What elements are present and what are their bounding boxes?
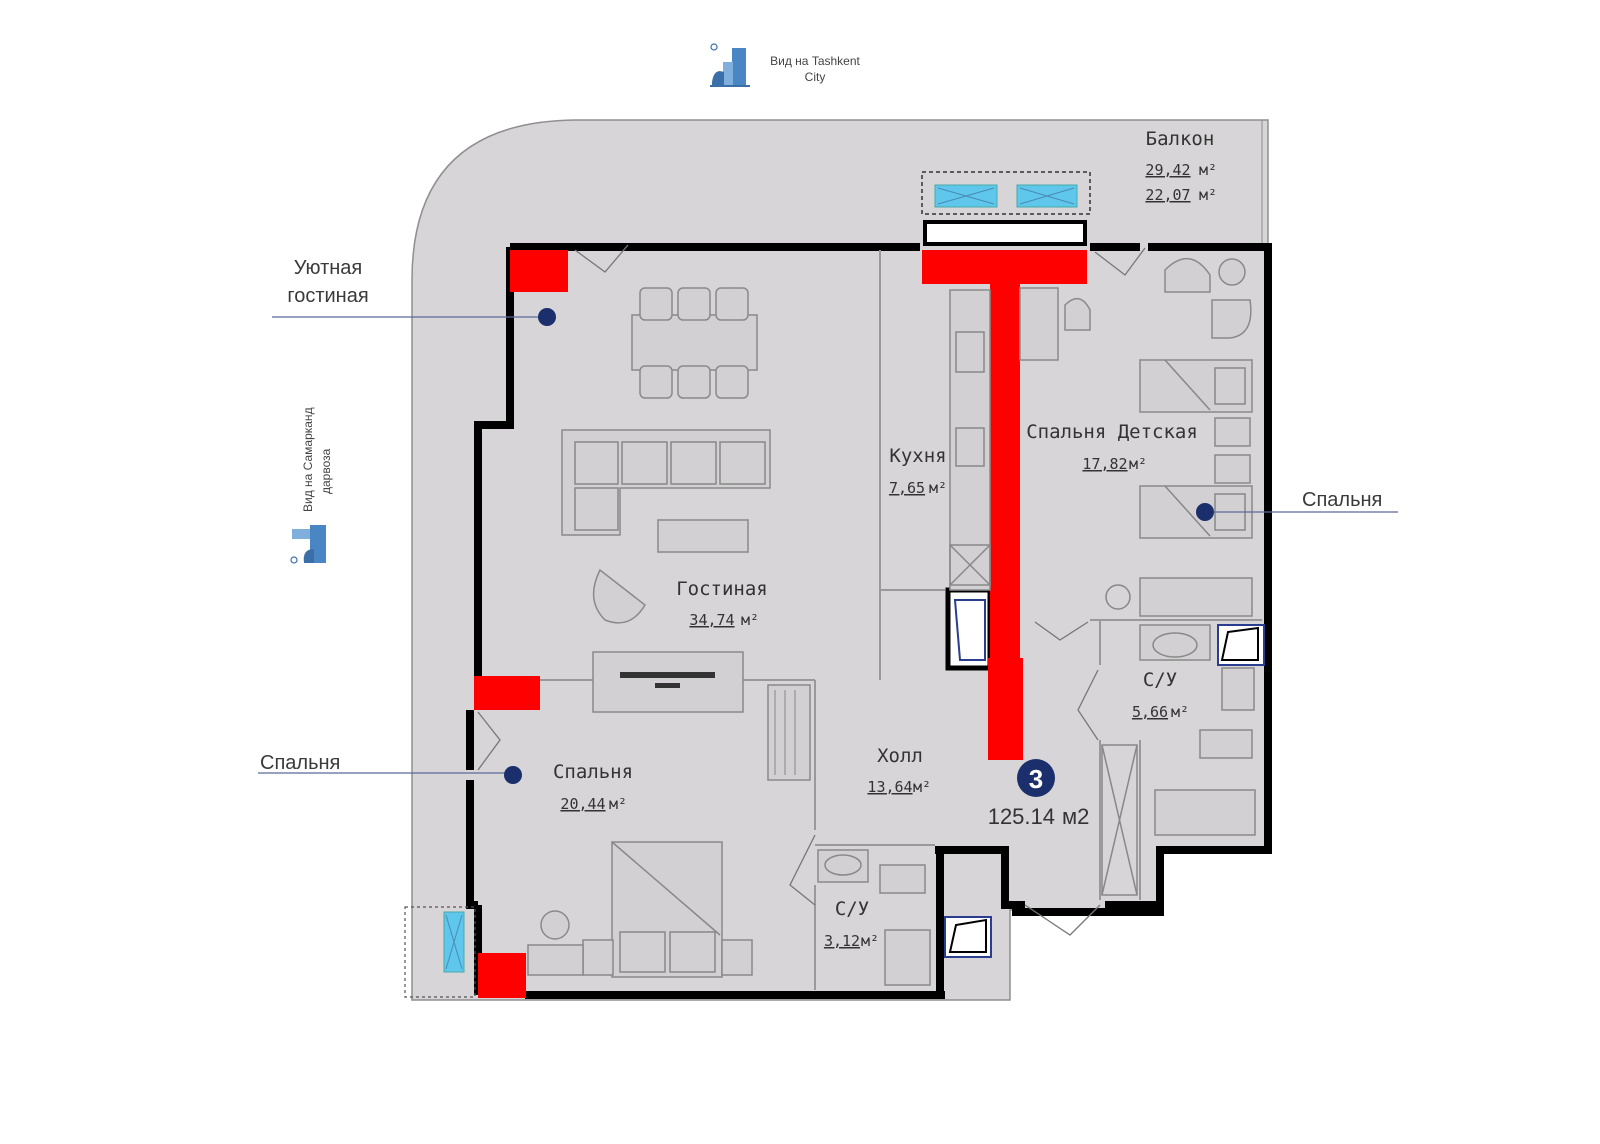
bar-counter [1019, 287, 1059, 361]
balcony-window [921, 171, 1091, 246]
bedroom-desk [527, 944, 584, 976]
room-kitchen-name: Кухня [889, 445, 946, 467]
room-bathroom-left-name: С/У [835, 898, 869, 920]
room-bathroom-right-name: С/У [1143, 669, 1177, 691]
callout-cozy-living-line2: гостиная [287, 285, 368, 307]
room-balcony-unit2: м² [1199, 186, 1217, 204]
corner-sofa [561, 429, 771, 536]
room-kids-bedroom-unit: м² [1129, 455, 1147, 473]
kids-bunk-1 [1139, 359, 1253, 413]
bathroom-right-fixtures [1101, 624, 1256, 896]
callout-dot-bedroom-right [1196, 503, 1214, 521]
room-bedroom-unit: м² [609, 795, 627, 813]
city-buildings-icon [710, 43, 750, 87]
room-kitchen-area: 7,65 [889, 479, 925, 497]
apartment-number: 3 [1029, 764, 1043, 794]
dining-table [631, 287, 758, 399]
callout-bedroom-left: Спальня [260, 752, 340, 774]
view-top-line2: City [805, 70, 826, 84]
double-bed [582, 841, 753, 978]
total-area-unit: м2 [1062, 804, 1089, 829]
bedroom-chair [540, 910, 570, 940]
room-hall-area: 13,64 [867, 778, 912, 796]
callout-dot-cozy-living [538, 308, 556, 326]
armchair [592, 568, 646, 624]
room-hall-name: Холл [877, 745, 923, 767]
room-balcony-area2: 22,07 [1145, 186, 1190, 204]
left-wall-lower [466, 780, 478, 909]
view-left-text: Вид на Самарканд дарвоза [301, 407, 333, 512]
bar-stool [1064, 297, 1091, 331]
window-box-bottom [944, 916, 992, 958]
bathroom-left-fixtures [817, 849, 931, 986]
wardrobe-bedroom [767, 684, 811, 781]
room-kids-bedroom-name: Спальня Детская [1026, 421, 1198, 443]
window-box-right [1217, 624, 1265, 666]
room-balcony-area1: 29,42 [1145, 161, 1190, 179]
tv-stand [592, 651, 744, 713]
room-kitchen-unit: м² [929, 479, 947, 497]
callout-cozy-living-line1: Уютная [294, 257, 363, 279]
bath-left-walls [935, 846, 1025, 909]
view-left-line2: дарвоза [319, 448, 333, 494]
callout-lines [258, 316, 1398, 774]
kids-wardrobe [1105, 577, 1253, 617]
total-area: 125.14 [988, 804, 1055, 829]
nightstand-1 [1214, 417, 1251, 447]
room-bathroom-right-unit: м² [1171, 703, 1189, 721]
room-balcony-name: Балкон [1146, 128, 1215, 150]
room-bedroom-area: 20,44 [560, 795, 605, 813]
view-left-line1: Вид на Самарканд [301, 407, 315, 512]
room-balcony-unit1: м² [1199, 161, 1217, 179]
room-living-unit: м² [741, 611, 759, 629]
view-top-line1: Вид на Tashkent [770, 54, 860, 68]
left-window [404, 906, 476, 998]
apartment-number-badge [1017, 759, 1055, 797]
room-bathroom-left-unit: м² [861, 932, 879, 950]
nightstand-2 [1214, 454, 1251, 484]
room-hall-unit: м² [913, 778, 931, 796]
structural-columns [474, 250, 1087, 998]
room-bathroom-left-area: 3,12 [824, 932, 860, 950]
room-bedroom-name: Спальня [553, 761, 633, 783]
room-living-area: 34,74 [689, 611, 734, 629]
city-buildings-icon-left [290, 525, 326, 564]
room-kids-bedroom-area: 17,82 [1082, 455, 1127, 473]
coffee-table [657, 519, 749, 553]
room-living-name: Гостиная [676, 578, 768, 600]
kids-chairs [1164, 258, 1252, 339]
callout-dot-bedroom-left [504, 766, 522, 784]
room-bathroom-right-area: 5,66 [1132, 703, 1168, 721]
callout-bedroom-right: Спальня [1302, 489, 1382, 511]
door-swings [477, 244, 1146, 936]
shaft-diagonal [953, 599, 986, 661]
apartment-walls [466, 243, 1272, 999]
kitchen-counter [949, 289, 991, 591]
